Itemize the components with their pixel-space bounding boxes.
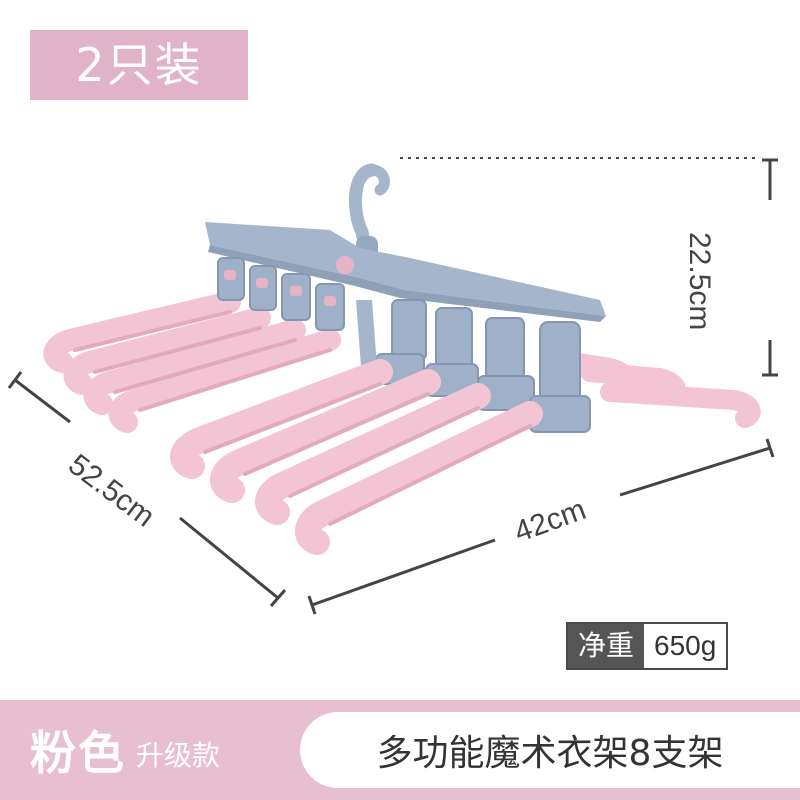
hanger-arms-back-shade [73,310,332,412]
clip-highlights [224,270,336,306]
quantity-badge: 2只装 [30,30,248,100]
hanger-arms-front [170,359,543,555]
upgrade-tag: 升级款 [136,739,221,772]
width-line-left [311,538,496,607]
net-weight-label: 净重 [568,624,645,668]
depth-line-bottom [179,516,279,600]
height-dimension-label: 22.5cm [683,232,716,331]
hanger-frame [205,222,606,322]
banner-left: 粉色 升级款 [0,700,300,800]
hanger-hook [348,163,390,257]
net-weight-box: 净重 650g [566,622,729,670]
hanger-clips-lower [375,353,591,433]
product-banner: 粉色 升级款 多功能魔术衣架8支架 [0,700,800,800]
hanger-arms-right [550,350,761,428]
net-weight-value: 650g [644,624,727,668]
product-title-pill: 多功能魔术衣架8支架 [300,712,800,788]
hanger-arms-back [43,291,341,433]
dimension-lines [7,157,778,615]
hanger-arms-front-shade [203,382,532,526]
depth-line-top [14,378,71,424]
width-line-right [619,446,771,497]
product-title: 多功能魔术衣架8支架 [376,733,724,774]
color-name: 粉色 [30,726,126,780]
